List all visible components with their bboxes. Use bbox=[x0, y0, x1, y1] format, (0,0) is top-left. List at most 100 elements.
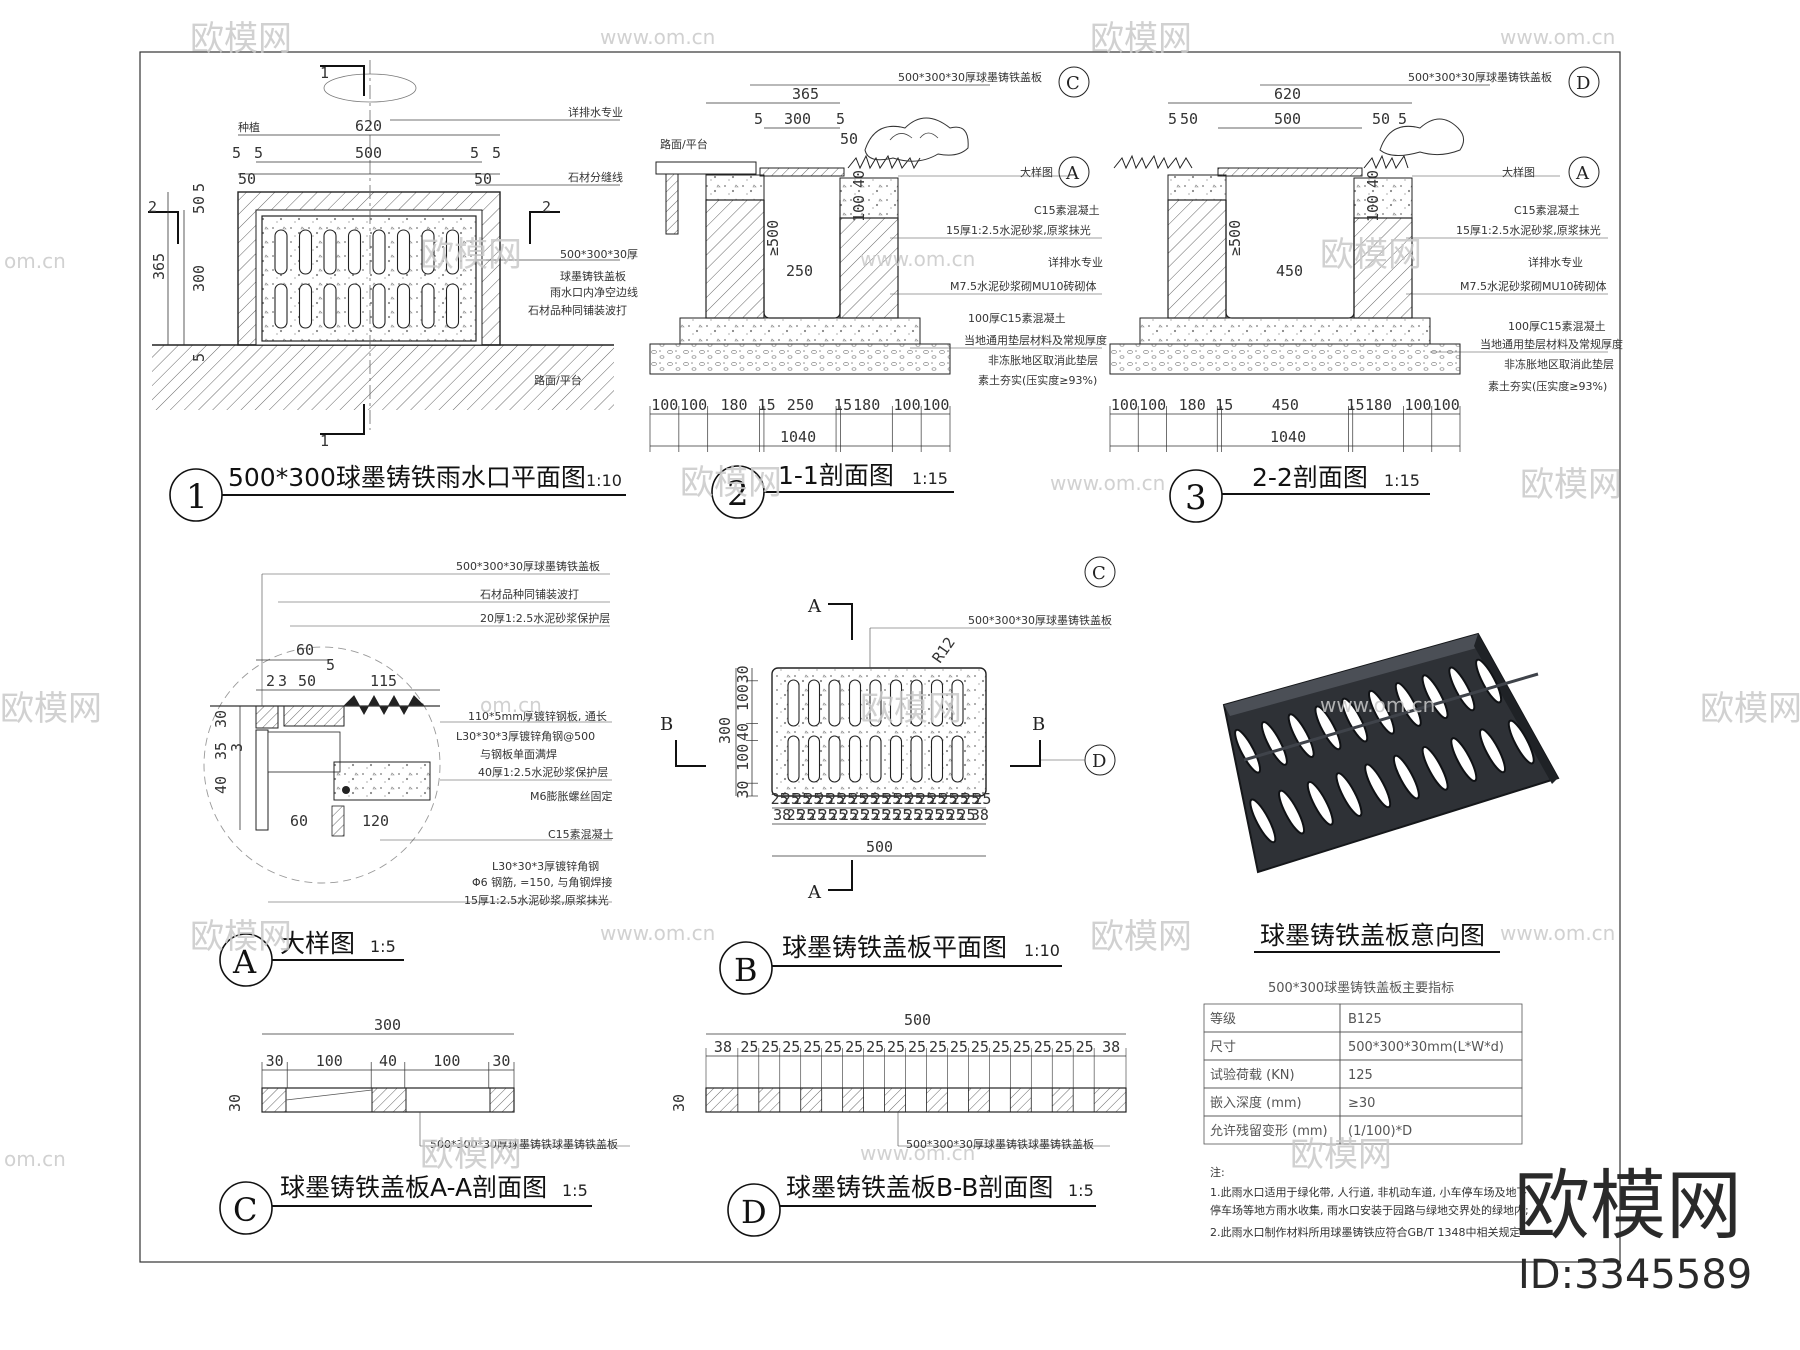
section-bottom-dim: 15 bbox=[1347, 396, 1365, 414]
plan-slot bbox=[347, 283, 362, 329]
coverplan-hdim: 25 bbox=[915, 806, 933, 824]
secBB-dim-h: 30 bbox=[670, 1094, 688, 1112]
secBB-dim-total: 500 bbox=[904, 1011, 931, 1029]
viewC-scale: 1:5 bbox=[562, 1181, 588, 1200]
watermark-brand-6: 欧模网 bbox=[1520, 465, 1622, 505]
detailA-dim-3b: 3 bbox=[228, 743, 246, 752]
viewD-marker: D bbox=[741, 1193, 767, 1231]
section-bottom-dim: 100 bbox=[1139, 396, 1166, 414]
secAA-dim: 100 bbox=[316, 1052, 343, 1070]
coverplan-hdim: 25 bbox=[883, 806, 901, 824]
plan-dim-50c: 50 bbox=[190, 196, 208, 214]
coverplan-hdim: 25 bbox=[962, 790, 980, 808]
secAA-dim-total: 300 bbox=[374, 1016, 401, 1034]
sec1-tag-a: A bbox=[1065, 163, 1080, 184]
secBB-dim: 25 bbox=[782, 1038, 800, 1056]
watermark-brand-9: 欧模网 bbox=[1700, 689, 1800, 729]
coverplan-hdim: 25 bbox=[906, 790, 924, 808]
photo-slots bbox=[1234, 658, 1535, 844]
secBB-dim: 25 bbox=[740, 1038, 758, 1056]
secBB-dim: 25 bbox=[1076, 1038, 1094, 1056]
coverplan-radius: R12 bbox=[929, 634, 959, 667]
watermark-brand-2: 欧模网 bbox=[1090, 19, 1192, 59]
sec2-dim-5a: 5 bbox=[1168, 110, 1177, 128]
spec-value: B125 bbox=[1348, 1012, 1382, 1027]
sec1-tag-c: C bbox=[1066, 73, 1080, 94]
coverplan-hdim: 25 bbox=[917, 790, 935, 808]
sec2-dim-500: 500 bbox=[1274, 110, 1301, 128]
view2-marker: 2 bbox=[727, 474, 749, 514]
notes: 注: 1.此雨水口适用于绿化带, 人行道, 非机动车道, 小车停车场及地下 停车… bbox=[1210, 1165, 1529, 1239]
section-bottom-dim: 180 bbox=[1365, 396, 1392, 414]
viewA-title: 大样图 bbox=[280, 929, 355, 958]
viewB-scale: 1:10 bbox=[1024, 941, 1060, 960]
section-bottom-dim: 250 bbox=[787, 396, 814, 414]
secBB-dim: 25 bbox=[803, 1038, 821, 1056]
plan-slot bbox=[421, 283, 435, 329]
cover-slot bbox=[889, 679, 903, 727]
section-bottom-dim: 15 bbox=[758, 396, 776, 414]
coverplan-horizontal-dims: 2525252525252525252525252525252525252538… bbox=[771, 790, 992, 824]
coverplan-tag-c: C bbox=[1092, 563, 1106, 584]
secBB-dim: 25 bbox=[971, 1038, 989, 1056]
coverplan-vdim: 30 bbox=[734, 665, 752, 683]
section-bottom-dim: 180 bbox=[720, 396, 747, 414]
sec1-dim-100: 100 bbox=[850, 195, 868, 222]
secBB-bar bbox=[758, 1087, 781, 1113]
sec2-dim-total: 1040 bbox=[1270, 428, 1306, 446]
secAA-dim: 100 bbox=[433, 1052, 460, 1070]
viewC-marker: C bbox=[233, 1191, 257, 1229]
plan-label-planting: 种植 bbox=[238, 120, 260, 134]
secBB-dim: 25 bbox=[887, 1038, 905, 1056]
detailA-label-bolt: M6膨胀螺丝固定 bbox=[530, 789, 613, 803]
sec1-label-detail: 大样图 bbox=[1020, 165, 1053, 179]
watermark-brand-4: 欧模网 bbox=[1320, 235, 1422, 275]
secAA-dim: 30 bbox=[266, 1052, 284, 1070]
secBB-dim: 38 bbox=[1102, 1038, 1120, 1056]
watermark-url-11: www.om.cn bbox=[860, 1141, 975, 1165]
plan-slot bbox=[445, 283, 460, 329]
viewD-title: 球墨铸铁盖板B-B剖面图 bbox=[786, 1173, 1053, 1202]
sec2-label-detail: 大样图 bbox=[1502, 165, 1535, 179]
cover-slot bbox=[828, 679, 841, 727]
coverplan-vdim: 40 bbox=[734, 723, 752, 741]
spec-value: ≥30 bbox=[1348, 1096, 1375, 1111]
section-bottom-dim: 100 bbox=[1111, 396, 1138, 414]
detailA-dim-40: 40 bbox=[212, 776, 230, 794]
cut-mark-1-top: 1 bbox=[320, 64, 329, 82]
plan-label-cover: 球墨铸铁盖板 bbox=[560, 269, 626, 283]
sec2-label-cushion: 当地通用垫层材料及常规厚度 bbox=[1480, 337, 1623, 351]
secBB-bar bbox=[884, 1087, 906, 1113]
secBB-dim: 25 bbox=[950, 1038, 968, 1056]
detailA-dim-2: 2 bbox=[266, 672, 275, 690]
cutmark-b-left: B bbox=[660, 714, 673, 735]
plan-cover-slots bbox=[274, 229, 460, 329]
section-bottom-dim: 100 bbox=[922, 396, 949, 414]
coverplan-hdim: 25 bbox=[957, 806, 975, 824]
coverplan-hdim: 25 bbox=[872, 790, 890, 808]
photo-slot bbox=[1448, 666, 1476, 712]
sec1-dim-300: 300 bbox=[784, 110, 811, 128]
sec2-label-base: 100厚C15素混凝土 bbox=[1508, 319, 1606, 333]
section-bottom-dim: 180 bbox=[853, 396, 880, 414]
secBB-bars bbox=[705, 1087, 1127, 1113]
coverplan-hdim: 25 bbox=[808, 806, 826, 824]
sec1-label-base: 100厚C15素混凝土 bbox=[968, 311, 1066, 325]
coverplan-hdim: 25 bbox=[928, 790, 946, 808]
secBB-bar bbox=[705, 1087, 739, 1113]
cut-mark-2-left: 2 bbox=[148, 198, 157, 216]
coverplan-hdim: 25 bbox=[872, 806, 890, 824]
plan-slot bbox=[274, 229, 288, 275]
coverplan-hdim: 25 bbox=[829, 806, 847, 824]
detailA-dim-120: 120 bbox=[362, 812, 389, 830]
detailA-label-stone: 石材品种同铺装波打 bbox=[480, 587, 579, 601]
detailA-dim-50: 50 bbox=[298, 672, 316, 690]
viewB-title: 球墨铸铁盖板平面图 bbox=[782, 933, 1007, 962]
section-bottom-dim: 450 bbox=[1272, 396, 1299, 414]
section-bottom-dim: 15 bbox=[834, 396, 852, 414]
